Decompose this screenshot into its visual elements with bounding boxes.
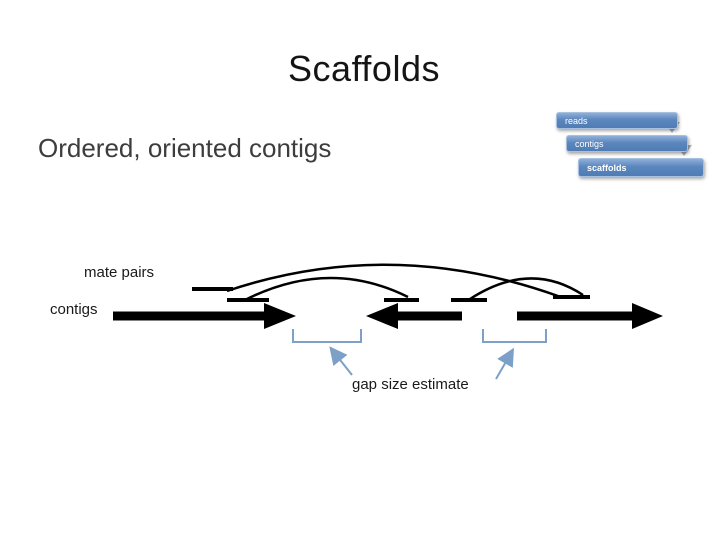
gap-bracket-right — [482, 329, 547, 343]
mate-pair-arc-middle — [246, 276, 409, 301]
contigs-label: contigs — [50, 301, 98, 318]
contig-arrow-right-head — [632, 303, 663, 329]
subtitle: Ordered, oriented contigs — [38, 133, 332, 163]
page-title: Scaffolds — [288, 48, 440, 89]
pipeline-step-scaffolds: scaffolds — [578, 158, 704, 177]
gap-bracket-left — [292, 329, 362, 343]
mate-pair-arc-right — [469, 277, 584, 301]
gap-callout-arrow-left — [329, 346, 353, 376]
mate-pairs-label: mate pairs — [84, 264, 155, 281]
gap-size-estimate-label: gap size estimate — [352, 376, 469, 393]
contig-arrow-left-head — [264, 303, 296, 329]
gap-callout-arrow-right — [495, 347, 514, 380]
pipeline-step-reads: reads — [556, 112, 678, 129]
contig-arrow-middle-head — [366, 303, 398, 329]
mate-pair-arc-large — [226, 263, 559, 298]
pipeline-step-contigs: contigs — [566, 135, 688, 152]
